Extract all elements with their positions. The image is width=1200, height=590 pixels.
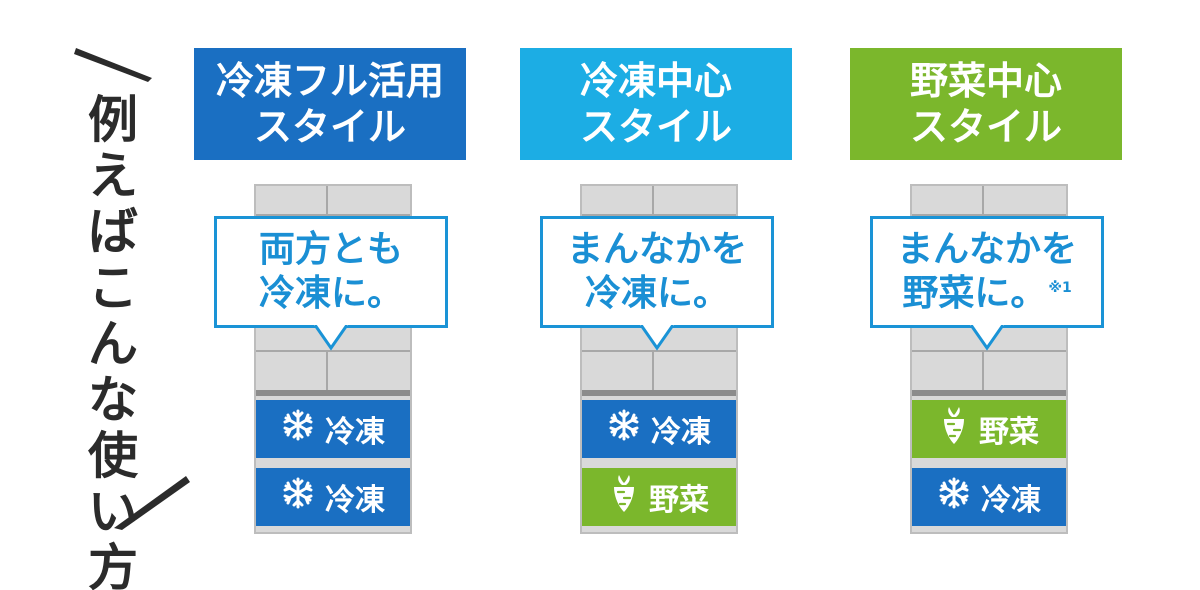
style-header-line2: スタイル bbox=[253, 105, 406, 149]
fridge-divider bbox=[982, 350, 984, 390]
side-title-char: え bbox=[88, 147, 138, 205]
side-title-char: 使 bbox=[88, 427, 138, 485]
speech-bubble: まんなかを 冷凍に。 bbox=[540, 216, 774, 328]
style-column-vegetable-center: 野菜中心 スタイル 野菜 冷凍 まんなかを 野菜に。※1 bbox=[850, 48, 1122, 548]
style-header: 冷凍中心 スタイル bbox=[520, 48, 792, 160]
speech-bubble-tail bbox=[313, 324, 349, 355]
style-header: 冷凍フル活用 スタイル bbox=[194, 48, 466, 160]
side-title-char: 例 bbox=[88, 91, 138, 149]
drawer-label: 冷凍 bbox=[325, 483, 385, 518]
style-header-line2: スタイル bbox=[579, 105, 732, 149]
bubble-line2-text: 冷凍に。 bbox=[258, 273, 403, 314]
side-title-char: ば bbox=[88, 203, 138, 261]
fridge-shelf bbox=[582, 350, 736, 352]
side-title-char: な bbox=[88, 371, 138, 429]
fridge-shelf bbox=[912, 350, 1066, 352]
fridge-separator bbox=[256, 390, 410, 396]
side-title-char: ん bbox=[88, 315, 138, 373]
bubble-line1: まんなかを bbox=[566, 229, 747, 270]
bubble-line2-text: 冷凍に。 bbox=[584, 273, 729, 314]
radish-icon bbox=[939, 405, 969, 453]
fridge-divider bbox=[326, 186, 328, 214]
drawer-vegetable: 野菜 bbox=[582, 468, 736, 526]
bubble-line2: 冷凍に。 bbox=[585, 272, 729, 316]
speech-bubble-tail bbox=[639, 324, 675, 355]
drawer-freezer: 冷凍 bbox=[912, 468, 1066, 526]
style-column-full-freeze: 冷凍フル活用 スタイル 冷凍 冷凍 両方とも 冷凍に。 bbox=[194, 48, 466, 548]
snowflake-icon bbox=[607, 408, 641, 450]
snowflake-icon bbox=[281, 476, 315, 518]
side-title-char: い bbox=[88, 483, 138, 541]
top-slash-mark bbox=[74, 48, 152, 82]
drawer-label: 冷凍 bbox=[981, 483, 1041, 518]
style-header-line1: 冷凍フル活用 bbox=[215, 59, 444, 103]
bubble-line2: 冷凍に。 bbox=[259, 272, 403, 316]
bubble-line1: まんなかを bbox=[896, 229, 1077, 270]
style-header-line1: 冷凍中心 bbox=[579, 59, 732, 103]
radish-icon bbox=[609, 473, 639, 521]
side-title-char: 方 bbox=[88, 539, 138, 590]
style-header-line1: 野菜中心 bbox=[909, 59, 1062, 103]
fridge-divider bbox=[326, 350, 328, 390]
fridge-shelf bbox=[256, 350, 410, 352]
fridge-shelf bbox=[582, 214, 736, 216]
drawer-freezer: 冷凍 bbox=[582, 400, 736, 458]
fridge-separator bbox=[912, 390, 1066, 396]
bubble-line2: 野菜に。※1 bbox=[902, 272, 1071, 316]
fridge-divider bbox=[652, 186, 654, 214]
drawer-freezer: 冷凍 bbox=[256, 468, 410, 526]
bottom-slash-mark bbox=[114, 476, 190, 530]
bubble-line1: 両方とも bbox=[258, 229, 403, 270]
speech-bubble-tail bbox=[969, 324, 1005, 355]
fridge-separator bbox=[582, 390, 736, 396]
side-title-char: こ bbox=[88, 259, 138, 317]
drawer-label: 冷凍 bbox=[651, 415, 711, 450]
fridge-shelf bbox=[256, 214, 410, 216]
fridge-shelf bbox=[912, 214, 1066, 216]
style-header-line2: スタイル bbox=[909, 105, 1062, 149]
drawer-freezer: 冷凍 bbox=[256, 400, 410, 458]
fridge-divider bbox=[982, 186, 984, 214]
drawer-label: 野菜 bbox=[979, 415, 1039, 450]
snowflake-icon bbox=[281, 408, 315, 450]
bubble-line2-text: 野菜に。 bbox=[902, 273, 1047, 314]
speech-bubble: 両方とも 冷凍に。 bbox=[214, 216, 448, 328]
side-title: 例 え ば こ ん な 使 い 方 bbox=[78, 92, 148, 590]
drawer-label: 野菜 bbox=[649, 483, 709, 518]
fridge-divider bbox=[652, 350, 654, 390]
style-column-freeze-center: 冷凍中心 スタイル 冷凍 野菜 まんなかを 冷凍に。 bbox=[520, 48, 792, 548]
style-header: 野菜中心 スタイル bbox=[850, 48, 1122, 160]
drawer-label: 冷凍 bbox=[325, 415, 385, 450]
drawer-vegetable: 野菜 bbox=[912, 400, 1066, 458]
footnote-mark: ※1 bbox=[1048, 280, 1072, 296]
snowflake-icon bbox=[937, 476, 971, 518]
speech-bubble: まんなかを 野菜に。※1 bbox=[870, 216, 1104, 328]
